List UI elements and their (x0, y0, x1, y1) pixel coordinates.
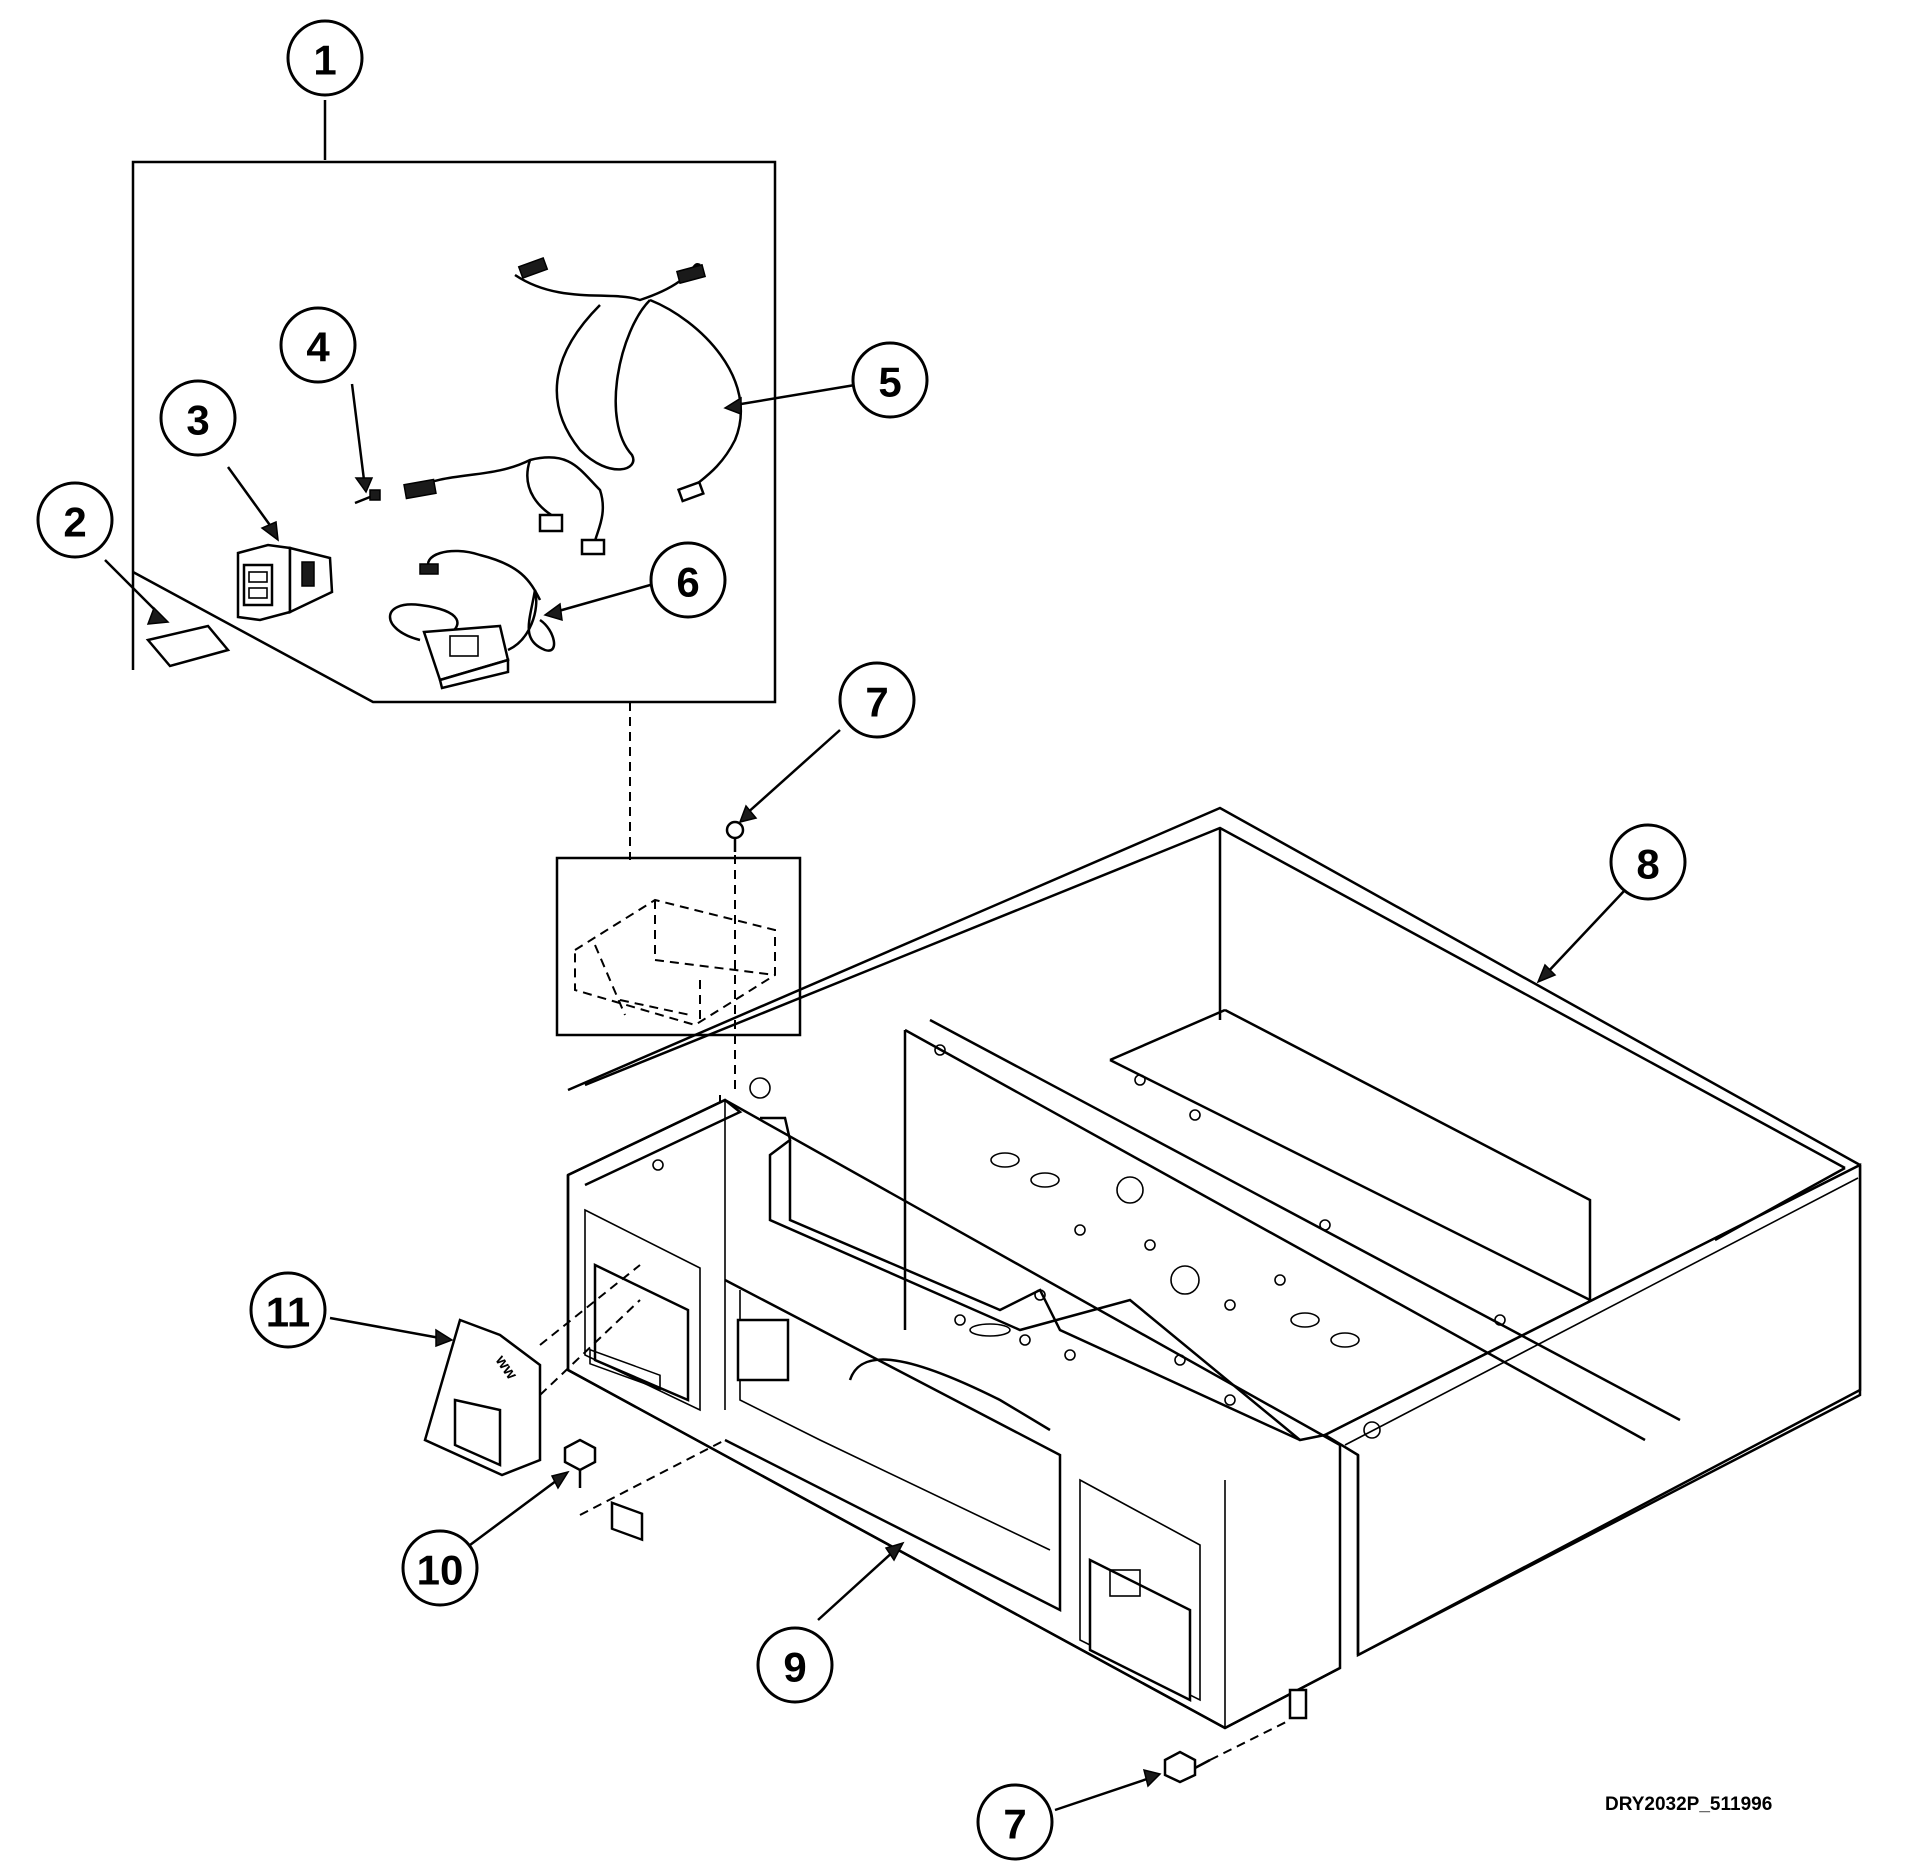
svg-text:7: 7 (865, 679, 888, 726)
svg-text:4: 4 (306, 324, 330, 371)
wire-harness-part (403, 256, 856, 556)
callout-5: 5 (851, 341, 929, 419)
svg-text:3: 3 (186, 397, 209, 444)
svg-text:6: 6 (676, 559, 699, 606)
leader-9 (817, 1549, 896, 1621)
svg-text:5: 5 (878, 359, 901, 406)
callout-3: 3 (159, 379, 237, 457)
power-module-part (388, 549, 676, 690)
card-label-part (104, 559, 231, 668)
card-reader-part (226, 466, 334, 622)
callout-10: 10 (401, 1529, 479, 1607)
drawing-code: DRY2032P_511996 (1605, 1794, 1772, 1815)
callout-8: 8 (1609, 823, 1687, 901)
decal-part: ww (329, 1264, 641, 1477)
callout-4: 4 (279, 306, 357, 384)
screw-part-4 (350, 383, 381, 505)
bolt-part-10 (469, 1438, 726, 1547)
kit-outline (131, 100, 777, 704)
callout-7-bottom: 7 (976, 1783, 1054, 1861)
callout-6: 6 (649, 541, 727, 619)
callout-1: 1 (286, 19, 364, 97)
svg-text:10: 10 (417, 1547, 464, 1594)
callout-9: 9 (756, 1626, 834, 1704)
callout-2: 2 (36, 481, 114, 559)
screw-part-7-bottom (1054, 1719, 1291, 1812)
base-cabinet (566, 806, 1862, 1730)
callout-7-top: 7 (838, 661, 916, 739)
svg-text:2: 2 (63, 499, 86, 546)
svg-text:11: 11 (266, 1289, 310, 1336)
svg-text:7: 7 (1003, 1801, 1026, 1848)
callout-11: 11 (249, 1271, 327, 1349)
svg-text:8: 8 (1636, 841, 1659, 888)
bracket-detail-box (555, 856, 802, 1037)
svg-text:1: 1 (313, 37, 336, 84)
leader-8 (1544, 889, 1626, 976)
svg-text:9: 9 (783, 1644, 806, 1691)
